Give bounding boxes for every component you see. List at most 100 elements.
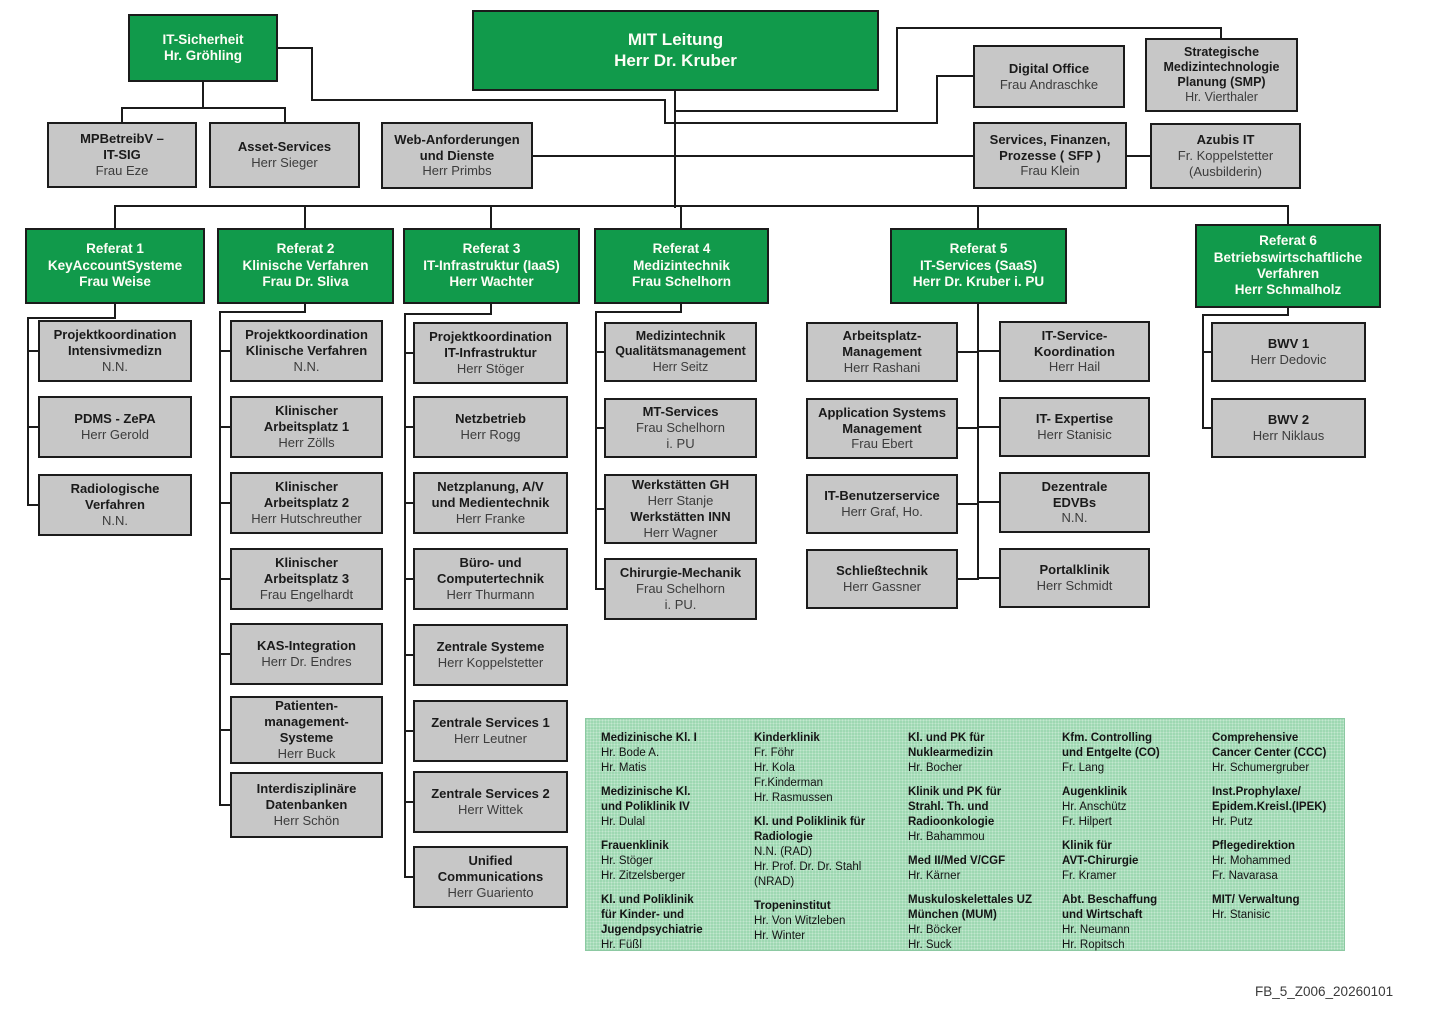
box-title-line: MT-Services — [642, 404, 719, 420]
connector-line — [595, 311, 682, 313]
connector-line — [680, 303, 682, 313]
connector-line — [1126, 155, 1151, 157]
connector-line — [595, 508, 605, 510]
box-title-line: Services, Finanzen, — [989, 131, 1111, 147]
clinic-title-line: für Kinder- und — [601, 909, 685, 921]
connector-line — [219, 729, 231, 731]
box-title-line: Herr Schmalholz — [1234, 282, 1342, 298]
box-name-line: Frau Andraschke — [999, 76, 1099, 92]
clinic-title-line: Inst.Prophylaxe/ — [1212, 786, 1301, 798]
connector-line — [404, 313, 406, 878]
clinic-title-line: Kfm. Controlling — [1062, 732, 1153, 744]
box-name-line: Frau Klein — [1020, 163, 1080, 179]
clinic-title-line: MIT/ Verwaltung — [1212, 894, 1300, 906]
box-title-line: MIT Leitung — [627, 29, 724, 49]
box-title-line: IT-Services (SaaS) — [919, 257, 1038, 273]
box-name-line: Herr Dr. Endres — [261, 654, 352, 669]
clinic-title-line: Radiologie — [754, 831, 813, 843]
box-title-line: Frau Schelhorn — [631, 274, 731, 290]
clinic-contact-line: (NRAD) — [754, 876, 795, 888]
box-name-line: Herr Stöger — [456, 360, 525, 376]
box-title-line: Klinische Verfahren — [245, 343, 368, 359]
box-name-line: Herr Hail — [1048, 359, 1101, 375]
box-title-line: management- — [264, 714, 349, 730]
box-title-line: Zentrale Services 1 — [431, 715, 550, 731]
connector-line — [202, 81, 204, 109]
connector-line — [219, 311, 221, 806]
box-name-line: Herr Stanje — [647, 493, 714, 509]
box-title-line: Werkstätten INN — [630, 509, 731, 524]
box-title-line: Asset-Services — [237, 139, 332, 155]
connector-line — [284, 107, 286, 123]
box-title-line: Betriebswirtschaftliche — [1213, 249, 1363, 265]
connector-line — [1220, 27, 1222, 41]
clinic-contact-line: Hr. Schumergruber — [1212, 762, 1310, 774]
box-name-line: Herr Gerold — [81, 427, 149, 442]
box-name-line: N.N. — [102, 358, 128, 374]
clinic-contact-line: Hr. Stöger — [601, 855, 653, 867]
clinic-title-line: Comprehensive — [1212, 732, 1299, 744]
box-name-line: Frau Eze — [95, 162, 149, 178]
connector-line — [595, 427, 605, 429]
connector-line — [219, 311, 306, 313]
connector-line — [957, 351, 979, 353]
clinic-title-line: Tropeninstitut — [754, 900, 831, 912]
connector-line — [936, 75, 974, 77]
box-title-line: und Dienste — [419, 147, 495, 163]
clinic-title-line: Muskuloskelettales UZ — [908, 894, 1032, 906]
box-title-line: Patienten- — [275, 698, 338, 714]
connector-line — [311, 99, 666, 101]
box-name-line: Herr Niklaus — [1252, 428, 1325, 443]
clinic-contact-line: Hr. Winter — [754, 930, 806, 942]
connector-line — [404, 313, 492, 315]
box-name-line: Herr Schön — [273, 812, 340, 828]
connector-line — [219, 578, 231, 580]
connector-line — [977, 501, 1000, 503]
connector-line — [219, 426, 231, 428]
clinic-title-line: Kinderklinik — [754, 732, 820, 744]
box-title-line: Herr Dr. Kruber — [614, 50, 737, 70]
clinic-title-line: Med II/Med V/CGF — [908, 855, 1006, 867]
connector-line — [404, 352, 414, 354]
connector-line — [27, 504, 39, 506]
clinic-contact-line: Fr. Kramer — [1062, 870, 1117, 882]
clinic-contact-line: Hr. Bahammou — [908, 831, 985, 843]
clinic-title-line: Kl. und Poliklinik für — [754, 816, 866, 828]
clinic-contact-line: Fr.Kinderman — [754, 777, 824, 789]
box-title-line: IT-Sicherheit — [162, 31, 244, 47]
connector-line — [219, 502, 231, 504]
clinic-title-line: und Wirtschaft — [1062, 909, 1143, 921]
clinic-title-line: München (MUM) — [908, 909, 997, 921]
box-title-line: Verfahren — [1256, 266, 1320, 281]
clinic-contact-line: Hr. Bode A. — [601, 747, 660, 759]
clinic-contact-line: Hr. Zitzelsberger — [601, 870, 686, 882]
box-title-line: Netzplanung, A/V — [437, 479, 544, 495]
clinic-title-line: Cancer Center (CCC) — [1212, 747, 1327, 759]
box-title-line: Arbeitsplatz 2 — [263, 495, 350, 511]
clinic-contact-line: Hr. Dulal — [601, 816, 646, 828]
connector-line — [27, 426, 39, 428]
box-title-line: Klinischer — [275, 479, 338, 495]
connector-line — [304, 205, 306, 229]
connector-line — [664, 122, 938, 124]
box-title-line: Computertechnik — [437, 571, 544, 587]
